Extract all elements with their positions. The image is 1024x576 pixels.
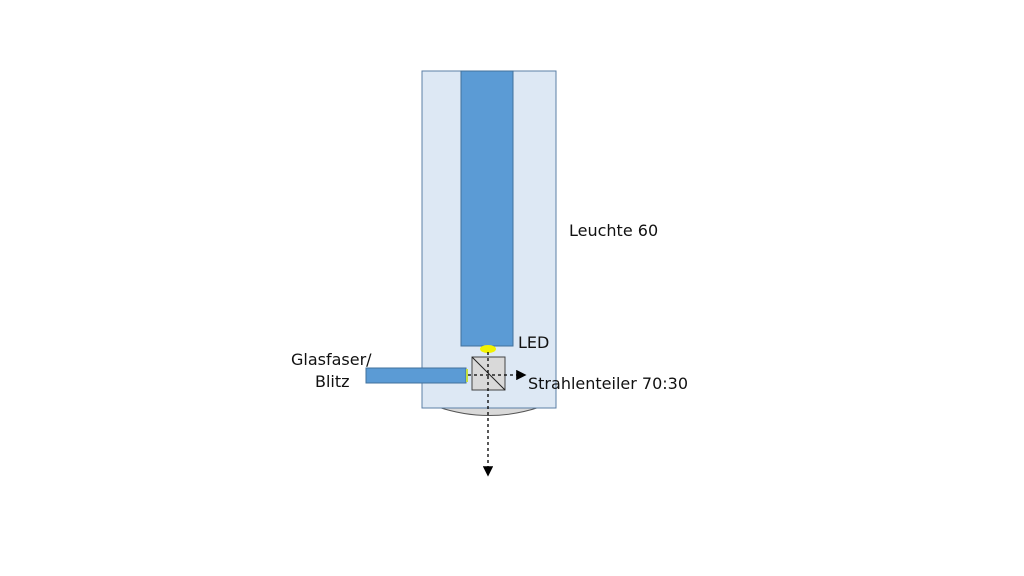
fiber-label-line1: Glasfaser/: [291, 350, 372, 369]
fiber-label-line2: Blitz: [315, 372, 350, 391]
splitter-label: Strahlenteiler 70:30: [528, 374, 689, 393]
light-bar: [460, 70, 514, 347]
beam-splitter-diagonal: [471, 356, 506, 391]
fiber-tip: [466, 369, 468, 382]
led: [480, 345, 496, 353]
lamp-label: Leuchte 60: [569, 221, 659, 240]
glass-fiber: [365, 367, 467, 384]
led-label: LED: [518, 333, 550, 352]
